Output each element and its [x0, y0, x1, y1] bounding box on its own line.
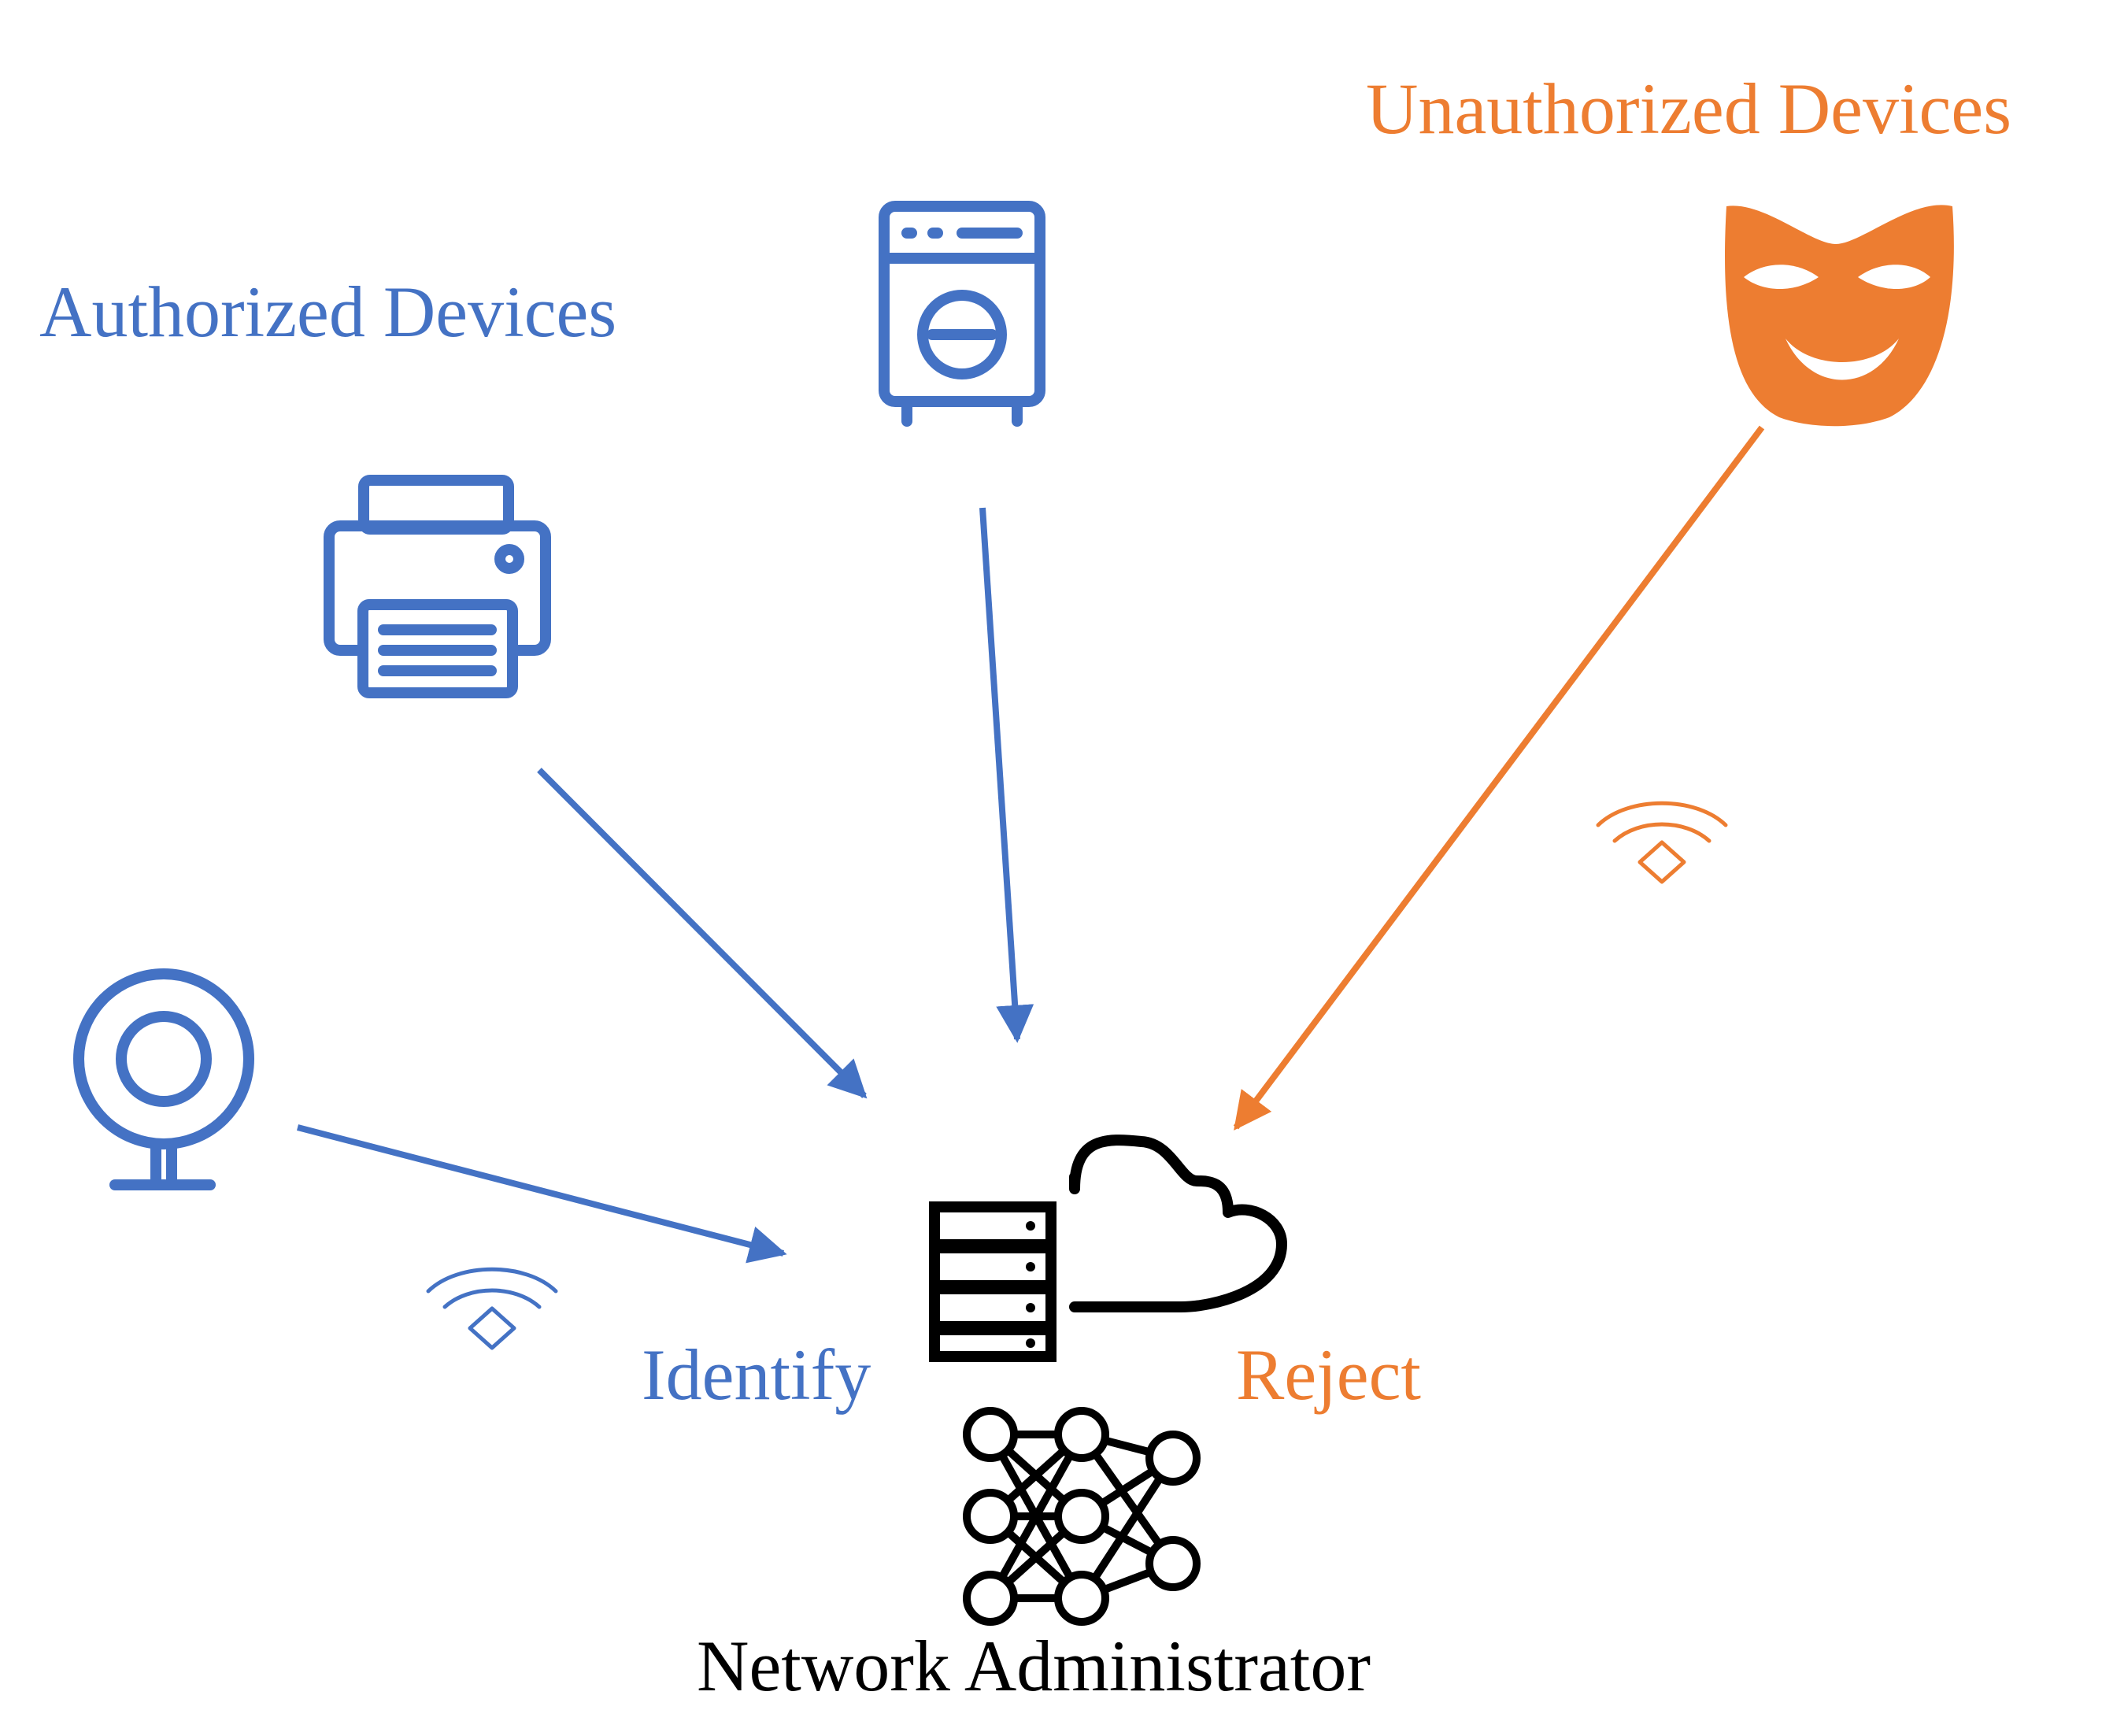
theater-mask-icon	[1725, 205, 1954, 427]
printer-icon	[324, 475, 551, 698]
wifi-icon	[426, 1267, 558, 1350]
webcam-icon	[73, 968, 254, 1190]
washing-machine-icon	[879, 201, 1045, 427]
authorized-devices-label: Authorized Devices	[39, 272, 617, 352]
server-cloud-icon	[929, 1135, 1287, 1362]
arrow-printer-to-admin	[537, 768, 868, 1099]
wifi-icon	[1596, 801, 1728, 884]
arrow-webcam-to-admin	[296, 1124, 787, 1264]
arrow-washer-to-admin	[979, 507, 1034, 1043]
network-administrator-label: Network Administrator	[697, 1626, 1371, 1706]
reject-label: Reject	[1236, 1334, 1421, 1415]
identify-label: Identify	[642, 1334, 871, 1415]
neural-network-icon	[963, 1407, 1201, 1626]
arrow-unauthorized-to-admin	[1233, 425, 1765, 1131]
unauthorized-devices-label: Unauthorized Devices	[1366, 68, 2012, 149]
